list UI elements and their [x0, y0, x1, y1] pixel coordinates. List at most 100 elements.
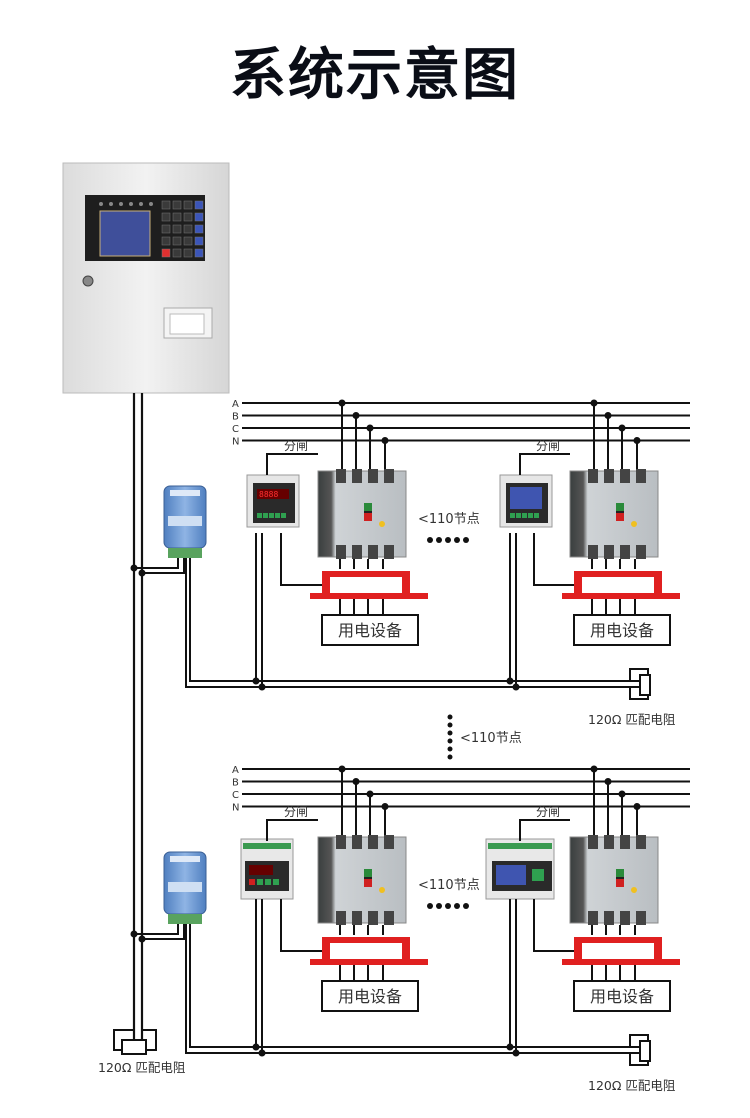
lcd-screen — [510, 487, 542, 509]
rs485-trunk — [132, 393, 144, 1045]
trip-label: 分闸 — [536, 439, 560, 453]
resistor-label: 120Ω 匹配电阻 — [588, 712, 676, 727]
keypad-key — [194, 212, 204, 222]
keypad-key — [172, 236, 182, 246]
junction-dot — [512, 683, 520, 691]
junction-dot — [352, 412, 360, 419]
keypad — [161, 200, 204, 258]
junction-dot — [130, 930, 138, 938]
continuation-dot — [447, 730, 453, 736]
trip-wire — [519, 819, 570, 841]
meter-key — [522, 513, 527, 518]
junction-dot — [618, 790, 626, 798]
keypad-key — [172, 212, 182, 222]
meter-key — [528, 513, 533, 518]
junction-dot — [130, 564, 138, 572]
keypad-key — [183, 212, 193, 222]
trip-wire — [266, 453, 318, 475]
feeder-unit: 用电设备 分闸 — [499, 399, 680, 646]
continuation-dot — [447, 722, 453, 728]
residual-current-monitor — [485, 838, 555, 900]
ct-signal-wire — [533, 899, 574, 952]
meter-key — [273, 879, 279, 885]
rs485-converter — [163, 485, 207, 558]
bus-label: A — [232, 765, 239, 776]
meter-key — [257, 879, 263, 885]
circuit-breaker — [569, 835, 659, 925]
keypad-key — [172, 200, 182, 210]
trunk-to-converter-a — [134, 558, 179, 569]
monitoring-host-cabinet — [62, 162, 230, 394]
ct-signal-wire — [533, 533, 574, 586]
junction-dot — [338, 399, 346, 407]
termination-resistor-right — [629, 1034, 651, 1066]
residual-current-monitor — [499, 474, 553, 528]
rs485-converter — [163, 851, 207, 924]
resistor-label-left: 120Ω 匹配电阻 — [98, 1060, 186, 1075]
junction-dot — [633, 803, 641, 810]
keypad-key — [161, 212, 171, 222]
trunk-to-converter-b — [142, 558, 185, 574]
junction-dot — [604, 412, 612, 419]
junction-dot — [633, 437, 641, 444]
load-label: 用电设备 — [338, 987, 402, 1006]
junction-dot — [352, 778, 360, 785]
meter-key — [269, 513, 274, 518]
lock-icon — [82, 275, 94, 287]
rs485-bus-a — [189, 558, 640, 682]
lcd-screen — [496, 865, 526, 885]
keypad-key — [194, 200, 204, 210]
continuation-dots-vertical — [447, 714, 453, 760]
circuit-breaker — [317, 469, 407, 559]
termination-resistor-right — [629, 668, 651, 700]
junction-dot — [590, 399, 598, 407]
meter-key — [263, 513, 268, 518]
load-label: 用电设备 — [338, 621, 402, 640]
bus-label: B — [232, 412, 239, 423]
junction-dot — [258, 1049, 266, 1057]
meter-key — [257, 513, 262, 518]
bus-label: N — [232, 803, 239, 814]
terminal-block — [168, 548, 202, 558]
rs485-bus-a — [189, 924, 640, 1048]
bus-label: B — [232, 778, 239, 789]
junction-dot — [381, 437, 389, 444]
keypad-key — [183, 224, 193, 234]
bus-label: C — [232, 790, 239, 801]
trip-wire — [266, 819, 318, 841]
load-label: 用电设备 — [590, 621, 654, 640]
continuation-dot — [463, 537, 469, 543]
load-equipment-box: 用电设备 — [321, 614, 419, 646]
junction-dot — [258, 683, 266, 691]
current-transformer — [562, 937, 680, 965]
load-label: 用电设备 — [590, 987, 654, 1006]
junction-dot — [506, 677, 514, 685]
current-transformer — [310, 937, 428, 965]
meter-key — [249, 879, 255, 885]
continuation-dot — [427, 537, 433, 543]
ct-signal-wire — [280, 899, 322, 952]
junction-dot — [618, 424, 626, 432]
junction-dot — [252, 1043, 260, 1051]
junction-dot — [604, 778, 612, 785]
rs485-bus-b — [185, 558, 640, 688]
current-transformer — [562, 571, 680, 599]
meter-key — [516, 513, 521, 518]
keypad-key — [194, 236, 204, 246]
resistor-label: 120Ω 匹配电阻 — [588, 1078, 676, 1093]
load-equipment-box: 用电设备 — [573, 614, 671, 646]
meter-key — [265, 879, 271, 885]
trunk-to-converter-b — [142, 924, 185, 940]
junction-dot — [366, 424, 374, 432]
keypad-key — [183, 248, 193, 258]
junction-dot — [590, 765, 598, 773]
keypad-key — [194, 224, 204, 234]
continuation-dot — [445, 537, 451, 543]
page-title: 系统示意图 — [230, 43, 520, 108]
keypad-key — [183, 236, 193, 246]
continuation-dot — [447, 738, 453, 744]
